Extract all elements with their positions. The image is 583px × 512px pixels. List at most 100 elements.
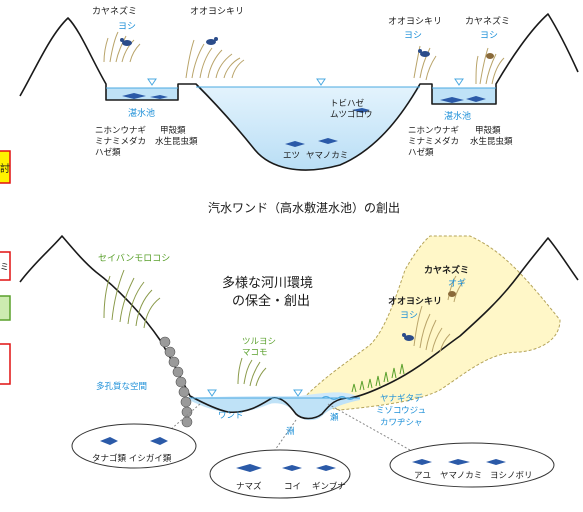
top-right-mouse-reed: ヨシ xyxy=(480,31,498,41)
side-box-3 xyxy=(0,295,11,321)
side-box-1-text: 討 xyxy=(0,162,10,175)
reed-cluster-icon xyxy=(447,275,465,303)
bottom-section: セイバンモロコシ 多様な河川環境 の保全・創出 多孔質な空間 ツルヨシ マコモ … xyxy=(19,235,579,499)
reed-cluster-icon xyxy=(475,47,505,85)
circle3-labels: アユ ヤマノカミ ヨシノボリ xyxy=(414,471,533,481)
tsuru-label: ツルヨシ xyxy=(242,337,276,347)
species-label: ヤマノカミ xyxy=(306,151,348,161)
species-label: ハゼ類 xyxy=(95,147,121,158)
fish-label: ナマズ xyxy=(236,481,262,492)
circle2-labels: ナマズ コイ ギンブナ xyxy=(236,481,346,492)
fish-icon xyxy=(285,138,338,147)
species-label: 甲殻類 xyxy=(160,125,186,136)
top-right-pool-label: 湛水池 xyxy=(444,110,471,122)
mouse-icon xyxy=(486,53,494,59)
top-center-water xyxy=(196,87,420,171)
top-left-bird-label: オオヨシキリ xyxy=(190,6,244,17)
makomo-label: マコモ xyxy=(242,348,268,358)
fish-icon xyxy=(440,96,486,103)
reed-cluster-icon xyxy=(413,305,451,353)
headline-line2: の保全・創出 xyxy=(232,293,310,309)
fish-label: ヨシノボリ xyxy=(490,471,533,481)
side-box-2 xyxy=(0,251,11,281)
wando-label: ワンド xyxy=(218,411,244,421)
grass-cluster-icon xyxy=(103,269,161,329)
species-label: ハゼ類 xyxy=(408,147,434,158)
fish-label: ヤマノカミ xyxy=(440,471,482,481)
water-level-marker xyxy=(207,389,217,397)
top-right-mouse-label: カヤネズミ xyxy=(465,15,510,27)
top-left-species-col2: 甲殻類 水生昆虫類 xyxy=(155,125,198,147)
reed-cluster-icon xyxy=(413,45,437,81)
species-label: 水生昆虫類 xyxy=(155,136,198,147)
species-circle-3 xyxy=(389,442,555,488)
species-label: ミナミメダカ xyxy=(408,136,459,147)
fish-icon xyxy=(236,464,336,472)
bottom-water-main xyxy=(186,398,360,421)
species-circle-1 xyxy=(71,423,197,469)
fish-label: コイ xyxy=(284,482,301,492)
side-box-2-text: ミ xyxy=(0,263,9,273)
top-right-species-col2: 甲殻類 水生昆虫類 xyxy=(470,125,513,147)
fish-label: ギンブナ xyxy=(312,481,346,492)
reed-cluster-icon xyxy=(185,39,245,79)
top-right-pond-water xyxy=(432,88,496,104)
water-level-marker xyxy=(454,78,464,86)
plant-label: ヤナギタデ xyxy=(380,393,423,404)
plant-label: カワヂシャ xyxy=(380,418,423,428)
bank-plants-labels: ヤナギタデ ミゾコウジュ カワヂシャ xyxy=(376,393,426,428)
top-center-upper-species: トビハゼ ムツゴロウ xyxy=(330,98,373,120)
species-label: 甲殻類 xyxy=(475,125,501,136)
rapid-label: 瀬 xyxy=(330,412,339,423)
species-label: ニホンウナギ xyxy=(408,126,460,136)
species-label: ミナミメダカ xyxy=(95,136,146,147)
species-circle-2 xyxy=(209,449,351,499)
top-center-lower-species: エツ ヤマノカミ xyxy=(283,151,348,161)
top-right-bird-label: オオヨシキリ xyxy=(388,16,442,27)
top-left-mouse-label: カヤネズミ xyxy=(92,5,137,17)
right-bird-label: オオヨシキリ xyxy=(388,296,442,307)
fish-icon xyxy=(122,93,168,99)
top-left-pond-water xyxy=(106,88,178,100)
species-label: ムツゴロウ xyxy=(330,109,373,120)
bird-icon xyxy=(402,333,414,341)
right-yoshi-label: ヨシ xyxy=(400,311,418,321)
porous-label: 多孔質な空間 xyxy=(96,381,147,392)
fish-label: アユ xyxy=(414,471,431,481)
mudskipper-icon xyxy=(352,108,370,113)
species-label: エツ xyxy=(283,151,300,161)
mouse-icon xyxy=(448,291,456,297)
right-ogi-label: オギ xyxy=(448,278,466,289)
grass-cluster-icon xyxy=(351,363,405,393)
bird-icon xyxy=(418,49,430,57)
bird-icon xyxy=(206,37,218,45)
right-mouse-label: カヤネズミ xyxy=(424,264,469,276)
leader-line xyxy=(169,403,201,431)
species-label: トビハゼ xyxy=(330,98,365,109)
sorghum-label: セイバンモロコシ xyxy=(98,253,170,264)
side-box-4 xyxy=(0,343,11,385)
top-right-bird-reed: ヨシ xyxy=(404,31,422,41)
ripple-icon xyxy=(321,396,355,400)
reed-cluster-icon xyxy=(237,357,267,387)
water-level-marker xyxy=(316,78,326,86)
pool-label: 淵 xyxy=(286,426,295,437)
reed-cluster-icon xyxy=(103,31,141,63)
top-caption: 汽水ワンド（高水敷湛水池）の創出 xyxy=(208,200,400,215)
species-label: 水生昆虫類 xyxy=(470,136,513,147)
top-right-species-col1: ニホンウナギ ミナミメダカ ハゼ類 xyxy=(408,126,460,158)
side-boxes: 討 ミ xyxy=(0,150,11,385)
water-level-marker xyxy=(147,78,157,86)
water-level-marker xyxy=(293,389,303,397)
top-left-reed-label: ヨシ xyxy=(118,22,136,32)
fish-icon xyxy=(100,437,168,445)
headline-line1: 多様な河川環境 xyxy=(222,275,313,291)
top-left-species-col1: ニホンウナギ ミナミメダカ ハゼ類 xyxy=(95,126,147,158)
top-section: カヤネズミ ヨシ オオヨシキリ 湛水池 ニホンウナギ ミナミメダカ ハゼ類 甲殻… xyxy=(19,5,579,215)
top-left-pool-label: 湛水池 xyxy=(128,107,155,119)
bottom-terrain-outline xyxy=(19,235,579,420)
circle1-label: タナゴ類 イシガイ類 xyxy=(92,453,172,464)
side-box-1 xyxy=(0,150,11,184)
